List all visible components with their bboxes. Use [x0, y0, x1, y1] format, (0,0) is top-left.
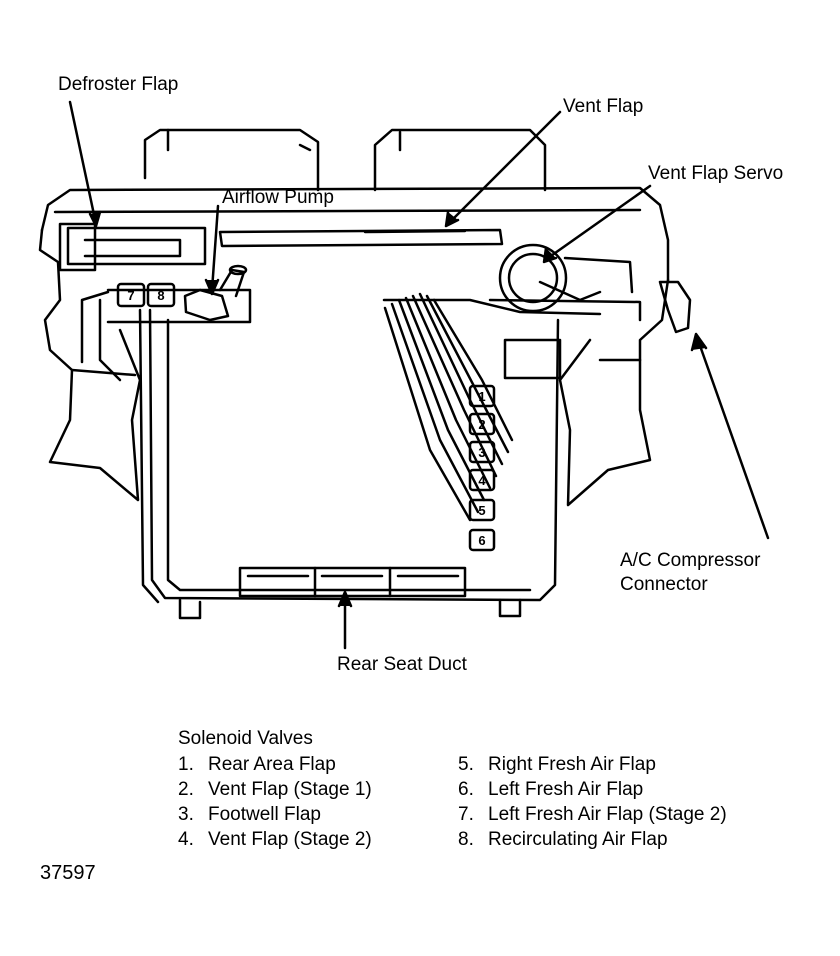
airflow-pump-leader [210, 204, 220, 292]
legend-item-text: Left Fresh Air Flap [488, 779, 644, 800]
vent-flap-label: Vent Flap [563, 96, 644, 117]
valve-number-2: 2 [478, 417, 485, 432]
vent-flap-servo-leader [546, 184, 652, 260]
upper-housing-right [373, 128, 547, 192]
ac-compressor-leader [696, 338, 770, 540]
legend-item-text: Right Fresh Air Flap [488, 754, 656, 775]
legend-item-text: Rear Area Flap [208, 754, 336, 775]
legend-item: 1. Rear Area Flap [178, 752, 372, 777]
legend-item-number: 2. [178, 779, 194, 800]
vent-flap-leader [448, 110, 562, 224]
valve-number-5: 5 [478, 503, 485, 518]
figure-number: 37597 [40, 862, 96, 884]
legend-title: Solenoid Valves [178, 728, 313, 749]
legend-left-column: 1. Rear Area Flap 2. Vent Flap (Stage 1) 3… [178, 752, 372, 852]
valve-number-7: 7 [127, 288, 134, 303]
defroster-flap-leader [68, 100, 98, 226]
ac-compressor-label-line1: A/C Compressor [620, 550, 761, 571]
legend-item: 5. Right Fresh Air Flap [458, 752, 727, 777]
legend-item: 2. Vent Flap (Stage 1) [178, 777, 372, 802]
defroster-flap-label: Defroster Flap [58, 74, 179, 95]
vent-flap-servo-label: Vent Flap Servo [648, 163, 784, 184]
airflow-pump-assembly [98, 264, 252, 382]
legend-item: 4. Vent Flap (Stage 2) [178, 827, 372, 852]
vent-flap-servo [488, 243, 642, 322]
solenoid-valve-stack [116, 282, 496, 552]
legend-item: 6. Left Fresh Air Flap [458, 777, 727, 802]
legend-item-number: 7. [458, 804, 474, 825]
legend-item-number: 1. [178, 754, 194, 775]
legend-item-text: Vent Flap (Stage 1) [208, 779, 372, 800]
legend-item-number: 5. [458, 754, 474, 775]
legend-item-number: 3. [178, 804, 194, 825]
defroster-flap [58, 222, 207, 272]
legend-item: 7. Left Fresh Air Flap (Stage 2) [458, 802, 727, 827]
valve-number-1: 1 [478, 389, 485, 404]
valve-number-6: 6 [478, 533, 485, 548]
valve-number-4: 4 [478, 473, 486, 488]
rear-seat-duct [238, 566, 467, 598]
valve-number-8: 8 [157, 288, 164, 303]
right-side-bracket [558, 278, 670, 507]
case-body [138, 308, 560, 620]
leader-lines [68, 100, 770, 650]
ac-compressor-label-line2: Connector [620, 574, 708, 595]
legend-item: 3. Footwell Flap [178, 802, 372, 827]
legend-item-text: Recirculating Air Flap [488, 829, 668, 850]
left-side-bracket [38, 228, 142, 502]
upper-housing-left [143, 128, 320, 192]
ac-compressor-connector [658, 280, 692, 334]
legend-item-number: 8. [458, 829, 474, 850]
legend-item-text: Vent Flap (Stage 2) [208, 829, 372, 850]
legend-item-text: Left Fresh Air Flap (Stage 2) [488, 804, 727, 825]
valve-number-3: 3 [478, 445, 485, 460]
legend-item-text: Footwell Flap [208, 804, 321, 825]
rear-seat-duct-label: Rear Seat Duct [337, 654, 467, 675]
legend-item-number: 4. [178, 829, 194, 850]
legend-item-number: 6. [458, 779, 474, 800]
top-cover [40, 186, 670, 282]
legend-right-column: 5. Right Fresh Air Flap 6. Left Fresh Air … [458, 752, 727, 852]
airflow-pump-label: Airflow Pump [222, 187, 334, 208]
legend-item: 8. Recirculating Air Flap [458, 827, 727, 852]
